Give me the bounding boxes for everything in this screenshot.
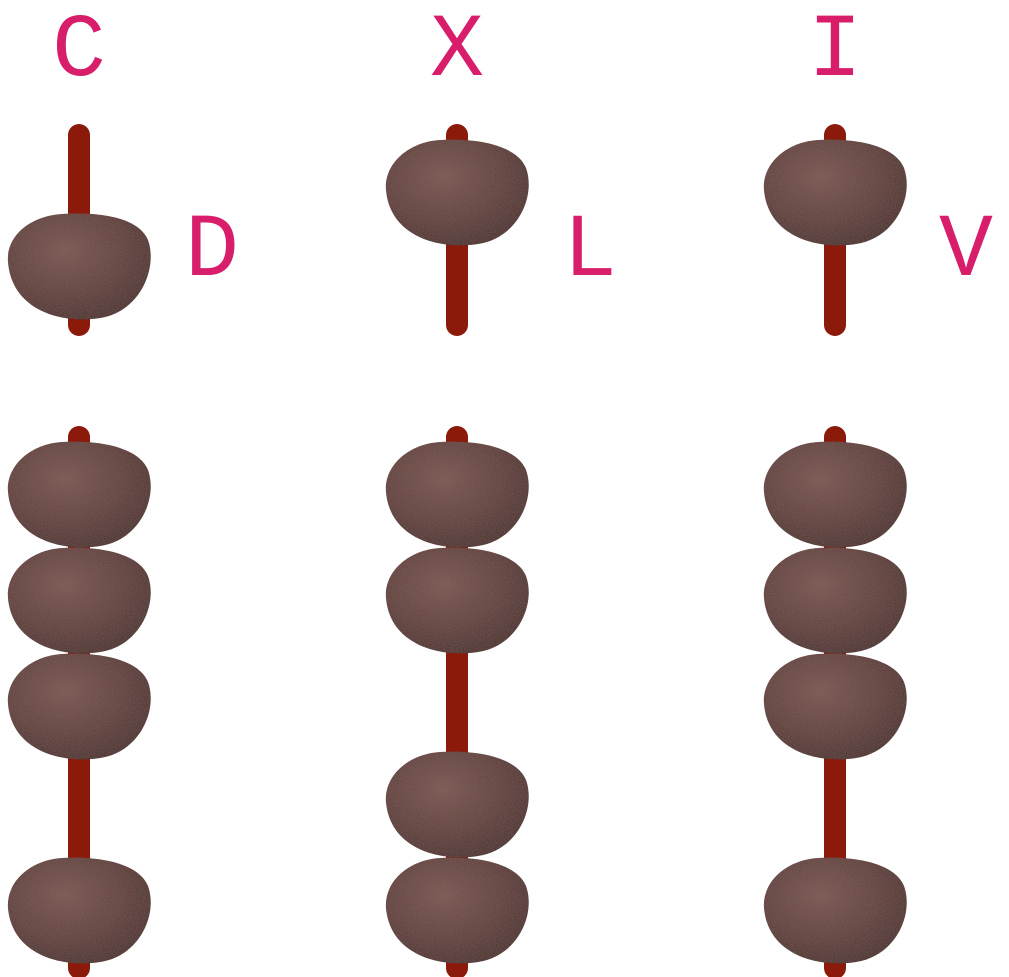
upper-label-d: D: [185, 201, 239, 303]
lower-bead-i-1[interactable]: [763, 441, 907, 548]
upper-bead-c[interactable]: [7, 213, 151, 320]
lower-bead-c-2[interactable]: [7, 547, 151, 654]
column-c: C D: [7, 1, 239, 977]
column-label-c: C: [52, 1, 106, 103]
lower-bead-i-4[interactable]: [763, 857, 907, 964]
lower-bead-x-4[interactable]: [385, 857, 529, 964]
column-x: X L: [385, 1, 617, 977]
lower-bead-i-2[interactable]: [763, 547, 907, 654]
column-label-x: X: [430, 1, 484, 103]
upper-label-l: L: [563, 201, 617, 303]
lower-bead-c-1[interactable]: [7, 441, 151, 548]
lower-bead-c-4[interactable]: [7, 857, 151, 964]
upper-bead-i[interactable]: [763, 139, 907, 246]
upper-bead-x[interactable]: [385, 139, 529, 246]
lower-bead-c-3[interactable]: [7, 653, 151, 760]
column-i: I V: [763, 1, 993, 977]
lower-bead-x-1[interactable]: [385, 441, 529, 548]
column-label-i: I: [808, 1, 862, 103]
lower-bead-x-3[interactable]: [385, 751, 529, 858]
lower-bead-i-3[interactable]: [763, 653, 907, 760]
lower-bead-x-2[interactable]: [385, 547, 529, 654]
upper-label-v: V: [939, 201, 993, 303]
